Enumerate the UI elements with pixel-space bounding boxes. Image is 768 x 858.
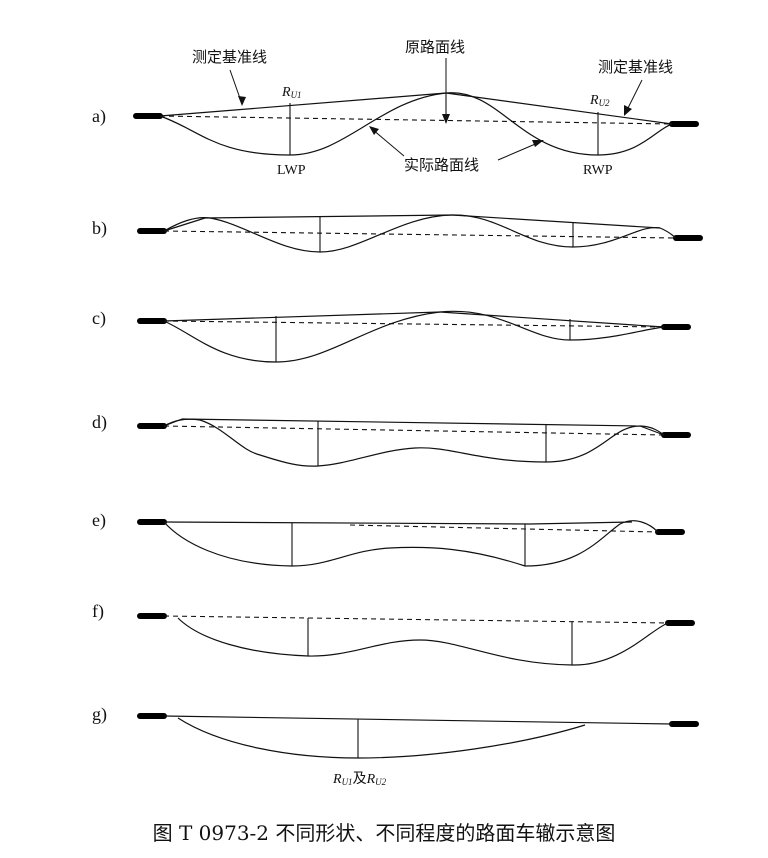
reference-line-b-mid [204,214,453,219]
reference-line-d-mid [181,418,641,427]
leader-actual-surface-left [371,128,405,157]
actual-road-line-g [177,717,586,759]
profile-d [137,418,691,467]
row-label-f: f) [92,601,104,622]
actual-road-line-f [177,617,669,666]
reference-line-d-right [639,425,665,436]
arrow-actual-surface-left [369,126,379,135]
profile-e [137,519,685,567]
annotation-original-surface: 原路面线 [405,38,465,56]
original-road-line-f [163,615,669,624]
annotation-ref-line-left: 测定基准线 [192,48,267,66]
annotation-ru1: RU1 [281,85,302,100]
arrow-actual-surface-right [532,140,544,147]
annotation-actual-surface: 实际路面线 [404,156,479,174]
actual-road-line-c [163,310,665,363]
actual-road-line-b [163,214,677,253]
arrow-ref-line-right [624,105,632,116]
annotation-lwp: LWP [277,163,306,178]
row-label-g: g) [92,704,107,725]
row-label-c: c) [92,308,106,329]
row-label-b: b) [92,218,107,239]
annotation-rwp: RWP [583,163,613,178]
original-road-line-b [163,230,677,239]
leader-actual-surface-right [497,141,541,161]
original-road-line-e [349,524,659,533]
profile-b [137,214,703,253]
row-label-e: e) [92,510,106,531]
arrow-original-surface [442,114,450,124]
reference-line-b-right [451,214,661,229]
row-label-d: d) [92,412,107,433]
original-road-line-a [159,115,673,125]
reference-line-c-left [163,311,441,322]
annotation-ref-line-right: 测定基准线 [598,58,673,76]
reference-line-b-left [163,217,206,232]
reference-line-a-right [445,92,673,125]
arrow-ref-line-left [238,96,246,106]
original-road-line-d [163,425,665,436]
leader-ref-line-right [625,79,643,113]
profile-c [137,310,691,363]
reference-line-g [163,715,673,725]
profile-g [137,713,699,759]
original-road-line-c [163,320,665,328]
figure-caption: 图 T 0973-2 不同形状、不同程度的路面车辙示意图 [153,821,616,845]
profile-f [137,613,695,666]
annotation-ru2: RU2 [589,93,610,108]
row-label-a: a) [92,106,106,127]
actual-road-line-e [163,520,659,567]
reference-line-e-left [163,521,531,525]
reference-line-e-right [529,521,633,525]
profile-a [133,92,699,156]
reference-line-a-left [159,92,447,117]
reference-line-c-right [439,311,665,328]
actual-road-line-d [163,418,665,467]
annotation-g-ru: RU1及RU2 [332,771,387,787]
